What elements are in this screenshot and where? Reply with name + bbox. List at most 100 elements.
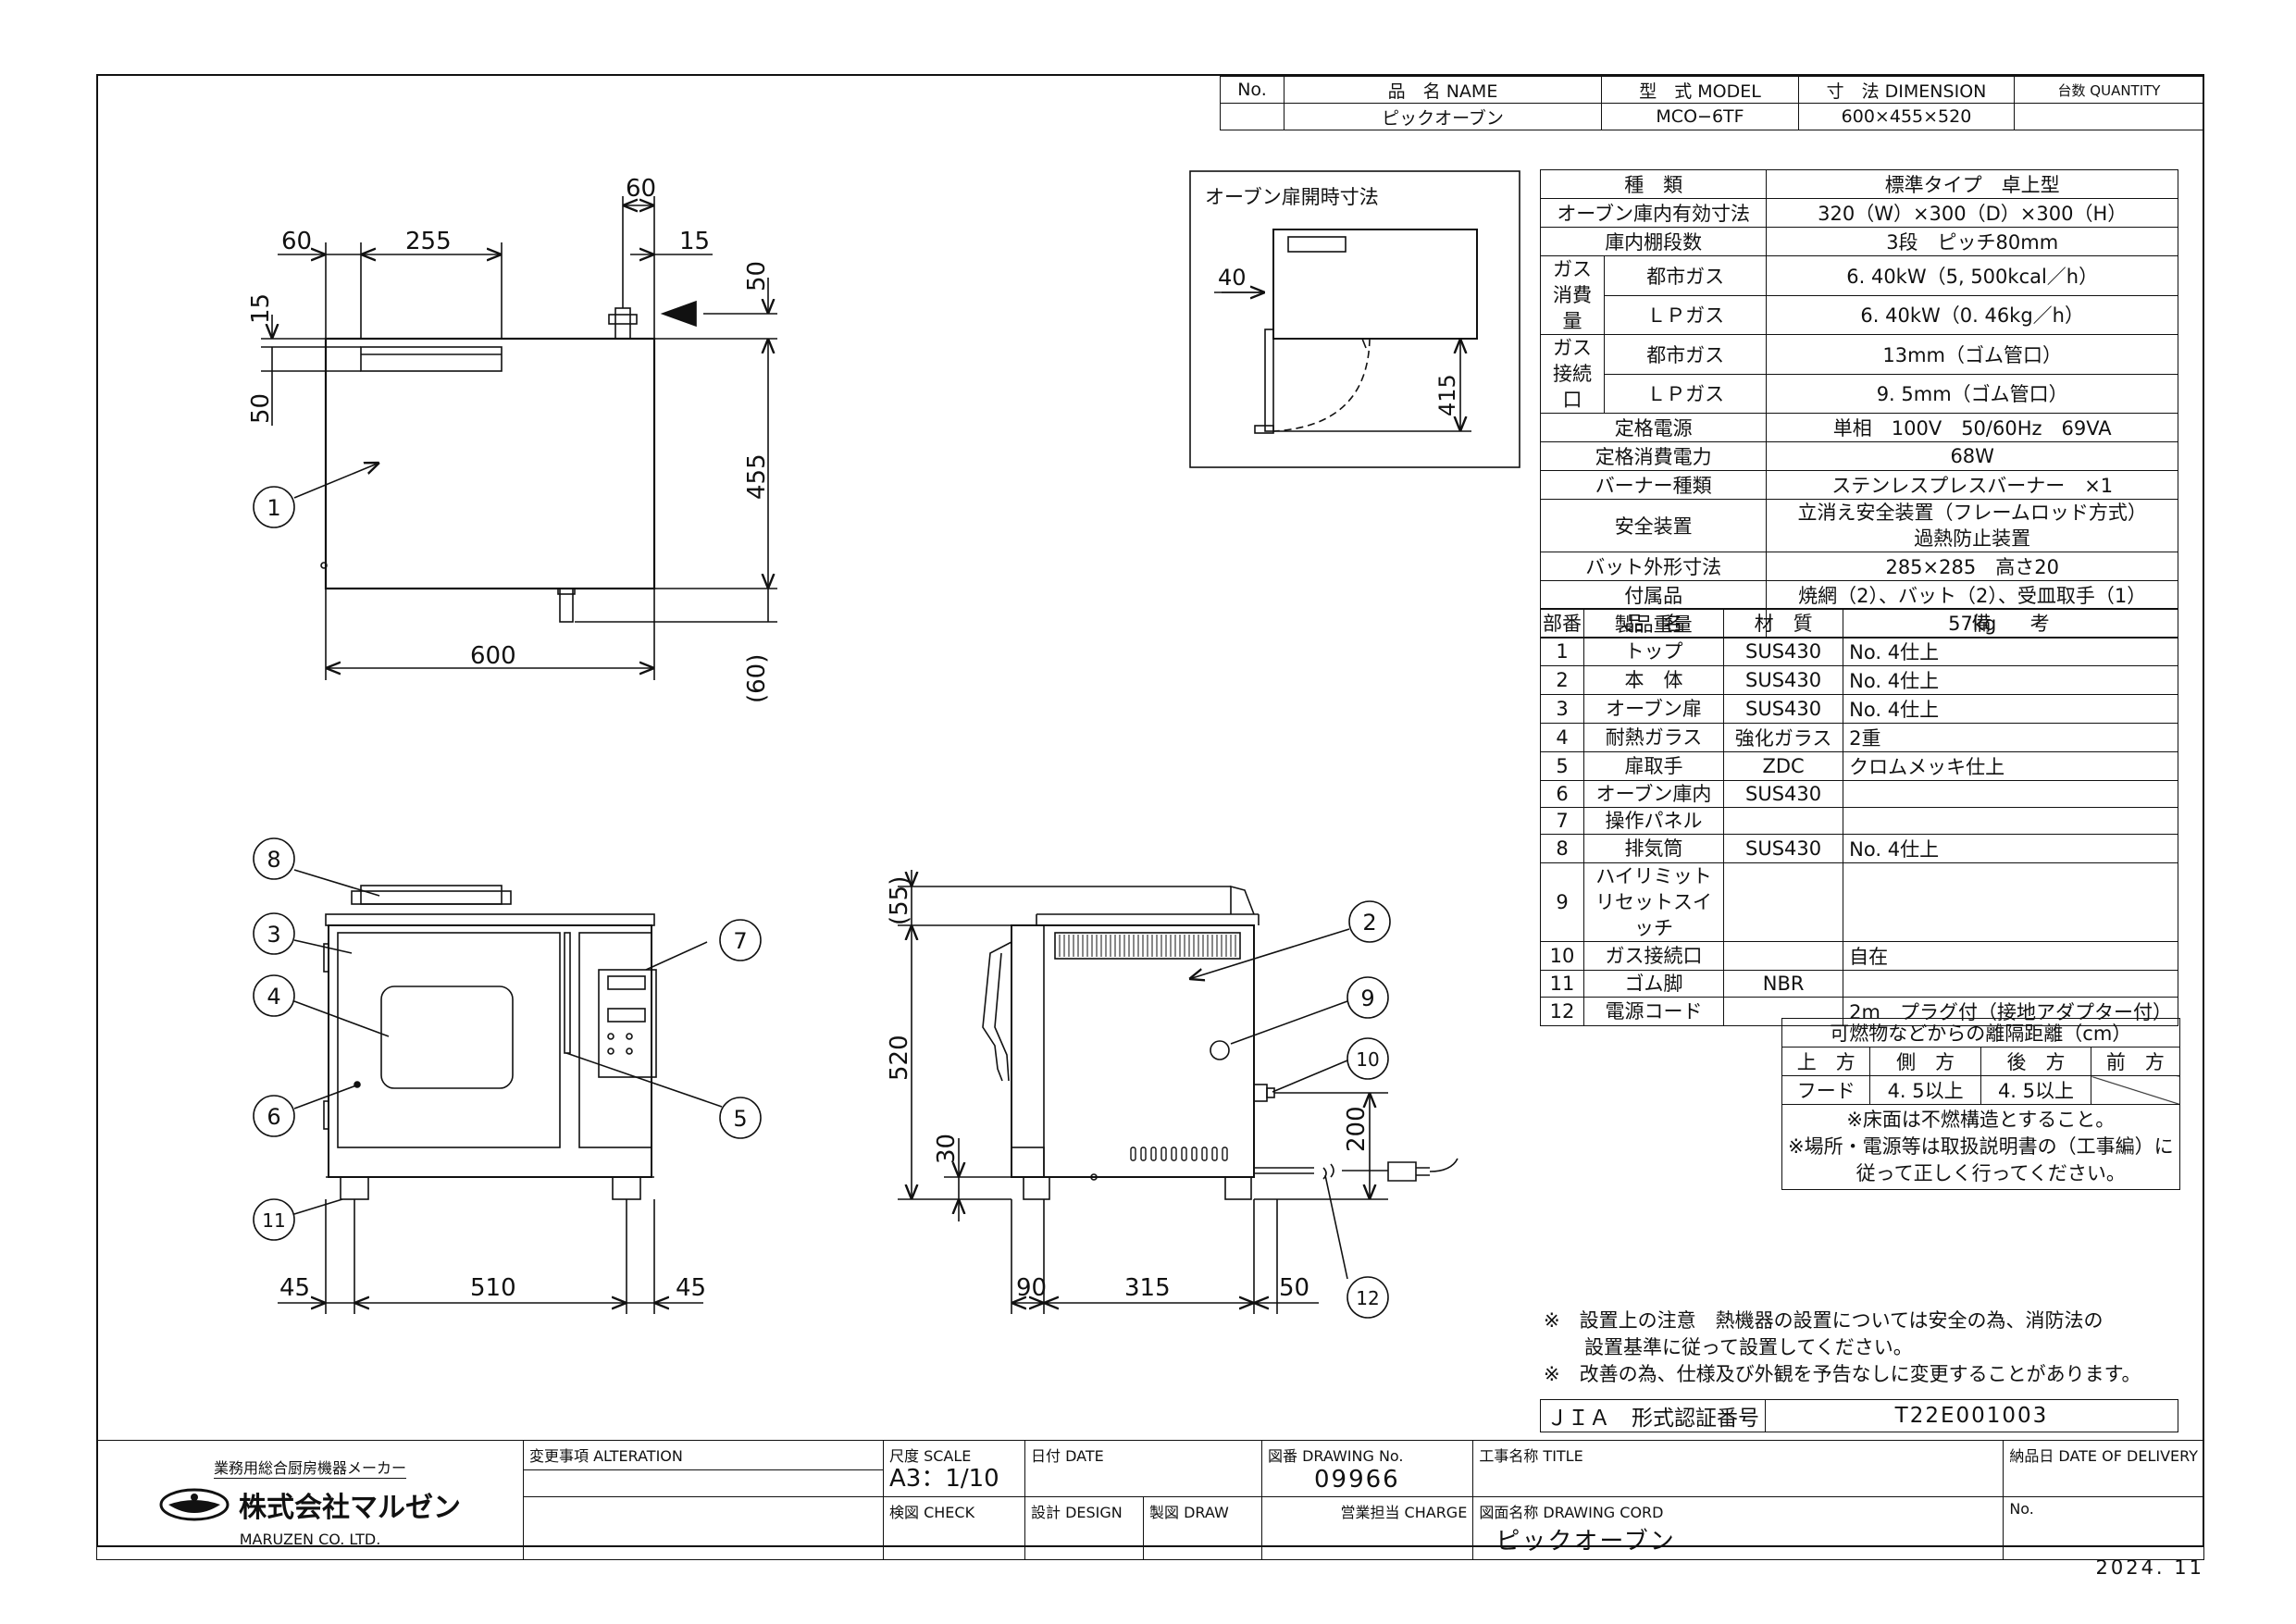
parts-name: ガス接続口 [1582,941,1725,971]
spec-label: オーブン庫内有効寸法 [1539,198,1768,228]
spec-label: 種 類 [1539,169,1768,199]
header-col-dimension: 寸 法 DIMENSION [1798,76,2015,104]
header-col-qty: 台数 QUANTITY [2014,76,2204,104]
parts-name: 電源コード [1582,997,1725,1026]
clearance-top: フード [1781,1075,1871,1105]
spec-value: 9. 5mm（ゴム管口） [1766,373,2178,414]
alteration-label: 変更事項 ALTERATION [523,1439,884,1471]
spec-label: ＬＰガス [1603,294,1768,335]
parts-name: 操作パネル [1582,807,1725,835]
title-block: 業務用総合厨房機器メーカー 株式会社マルゼン MARUZEN CO. LTD. … [96,1439,2204,1560]
spec-value: 過熱防止装置 [1914,527,2031,550]
clearance-header-front: 前 方 [2091,1047,2180,1076]
parts-material: SUS430 [1723,665,1844,695]
parts-material [1723,941,1844,971]
clearance-note: ※場所・電源等は取扱説明書の（工事編）に [1788,1135,2174,1158]
charge-label: 営業担当 CHARGE [1260,1496,1474,1560]
check-label: 検図 CHECK [883,1496,1025,1560]
parts-note: 自在 [1843,941,2178,971]
clearance-front [2091,1075,2180,1105]
parts-name: オーブン庫内 [1582,780,1725,808]
title-label: 工事名称 TITLE [1472,1440,2004,1497]
parts-no: 7 [1540,807,1584,835]
header-table: No. 品 名 NAME 型 式 MODEL 寸 法 DIMENSION 台数 … [1220,76,2204,130]
parts-no: 5 [1540,751,1584,781]
header-col-no: No. [1220,76,1285,104]
parts-no: 12 [1540,997,1584,1026]
spec-value: 285×285 高さ20 [1766,552,2178,581]
spec-value: 6. 40kW（5, 500kcal／h） [1766,255,2178,296]
company-name: 株式会社マルゼン [239,1492,461,1524]
revision-date: 2024. 11 [2095,1556,2204,1579]
company-name-en: MARUZEN CO. LTD. [239,1531,381,1548]
parts-no: 3 [1540,694,1584,724]
spec-value: 68W [1766,441,2178,471]
design-label: 設計 DESIGN [1024,1496,1144,1560]
parts-note: クロムメッキ仕上 [1843,751,2178,781]
note-line: ※ 改善の為、仕様及び外観を予告なしに変更することがあります。 [1544,1363,2141,1385]
clearance-back: 4. 5以上 [1980,1075,2092,1105]
spec-label: バーナー種類 [1539,470,1768,500]
spec-group-gas-consumption: ガス 消費量 [1540,255,1605,335]
parts-material: NBR [1723,970,1844,998]
drawing-no-value: 09966 [1314,1466,1400,1494]
parts-no: 1 [1540,637,1584,666]
parts-note: No. 4仕上 [1843,694,2178,724]
header-no [1220,103,1285,130]
parts-no: 8 [1540,834,1584,863]
parts-no: 11 [1540,970,1584,998]
parts-material [1723,862,1844,942]
drawing-name: ピックオーブン [1496,1528,1676,1556]
spec-label: 都市ガス [1603,255,1768,296]
scale-value: A3：1/10 [889,1465,999,1493]
spec-value: 焼網（2）、バット（2）、受皿取手（1） [1766,580,2178,610]
jia-value: T22E001003 [1765,1399,2178,1432]
delivery-label: 納品日 DATE OF DELIVERY [2003,1440,2204,1497]
parts-header-no: 部番 [1540,608,1584,638]
parts-no: 2 [1540,665,1584,695]
clearance-side: 4. 5以上 [1869,1075,1981,1105]
parts-material: SUS430 [1723,834,1844,863]
parts-name: 本 体 [1582,665,1725,695]
spec-value: 6. 40kW（0. 46kg／h） [1766,294,2178,335]
company-logo-icon [159,1488,230,1521]
parts-material: 強化ガラス [1723,723,1844,752]
spec-value: 13mm（ゴム管口） [1766,334,2178,375]
spec-value: ステンレスプレスバーナー ×1 [1766,470,2178,500]
parts-name: ハイリミット リセットスイッチ [1582,862,1725,942]
spec-value: 単相 100V 50/60Hz 69VA [1766,413,2178,442]
parts-name: 耐熱ガラス [1582,723,1725,752]
parts-material: SUS430 [1723,637,1844,666]
clearance-title: 可燃物などからの離隔距離（cm） [1781,1018,2180,1048]
parts-name: ゴム脚 [1582,970,1725,998]
parts-material: SUS430 [1723,780,1844,808]
parts-no: 4 [1540,723,1584,752]
parts-name: トップ [1582,637,1725,666]
parts-no: 6 [1540,780,1584,808]
product-qty [2014,103,2204,130]
product-model: MCO−6TF [1601,103,1799,130]
parts-no: 10 [1540,941,1584,971]
scale-label: 尺度 SCALE [889,1447,972,1465]
spec-label: バット外形寸法 [1539,552,1768,581]
spec-label: ＬＰガス [1603,373,1768,414]
parts-material [1723,807,1844,835]
spec-label: 安全装置 [1539,499,1768,552]
note-line: ※ 設置上の注意 熱機器の設置については安全の為、消防法の [1544,1309,2104,1332]
parts-note: 2重 [1843,723,2178,752]
company-tagline: 業務用総合厨房機器メーカー [213,1456,406,1479]
spec-value: 3段 ピッチ80mm [1766,227,2178,256]
header-col-model: 型 式 MODEL [1601,76,1799,104]
